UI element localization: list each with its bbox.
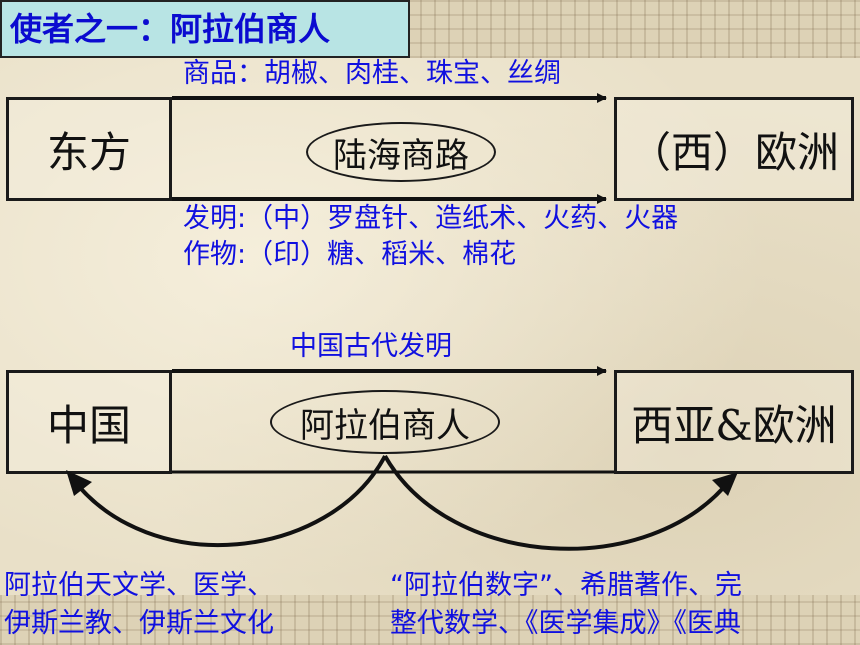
curve-arrowhead-china (66, 470, 92, 496)
box-east: 东方 (6, 97, 172, 201)
crops-label: 作物:（印）糖、稻米、棉花 (183, 239, 517, 270)
box-china: 中国 (6, 370, 172, 474)
arrow-label-inventions: 中国古代发明 (290, 331, 452, 362)
goods-label: 商品：胡椒、肉桂、珠宝、丝绸 (183, 58, 561, 89)
bottom-left-line2: 伊斯兰教、伊斯兰文化 (4, 608, 274, 639)
ellipse-arab-merchants: 阿拉伯商人 (270, 390, 500, 454)
bottom-right-line1: “阿拉伯数字”、希腊著作、完 (390, 570, 742, 601)
bottom-left-line1: 阿拉伯天文学、医学、 (4, 570, 274, 601)
box-west-asia-europe: 西亚&欧洲 (614, 370, 854, 474)
curve-arrowhead-europe (712, 472, 738, 496)
curve-arrow-to-europe (383, 455, 732, 551)
bottom-right-line2: 整代数学、《医学集成》《医典 (390, 608, 741, 639)
ellipse-land-sea-route: 陆海商路 (306, 122, 496, 182)
box-europe: （西）欧洲 (614, 97, 854, 201)
decorative-border-bottom (0, 595, 860, 645)
slide-title: 使者之一：阿拉伯商人 (0, 0, 410, 58)
curve-arrow-to-china (70, 455, 387, 547)
inventions-label: 发明:（中）罗盘针、造纸术、火药、火器 (183, 203, 679, 234)
